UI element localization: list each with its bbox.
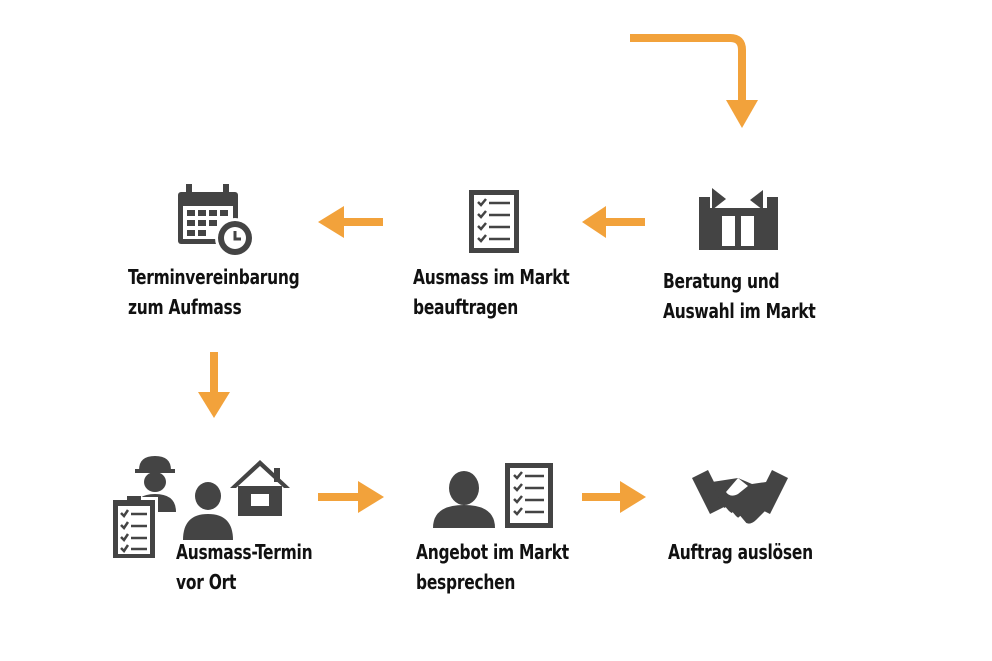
- arrow-ausmass-to-termin: [318, 206, 383, 238]
- step-label-line: Terminvereinbarung: [128, 265, 300, 289]
- entry-arrow: [630, 34, 758, 128]
- store-icon: [699, 188, 778, 250]
- person-checklist-icon: [433, 463, 553, 528]
- onsite-measurement-icon: [110, 456, 290, 561]
- step-label-beratung: Beratung und Auswahl im Markt: [663, 266, 816, 326]
- step-label-line: Auswahl im Markt: [663, 299, 816, 323]
- step-label-line: zum Aufmass: [128, 295, 242, 319]
- step-label-terminvereinbarung: Terminvereinbarung zum Aufmass: [128, 262, 300, 322]
- step-label-ausmass-beauftragen: Ausmass im Markt beauftragen: [413, 262, 570, 322]
- checklist-icon: [469, 190, 519, 253]
- step-label-angebot: Angebot im Markt besprechen: [416, 537, 569, 597]
- step-label-line: vor Ort: [176, 570, 237, 594]
- arrow-beratung-to-ausmass: [582, 206, 645, 238]
- step-label-line: besprechen: [416, 570, 516, 594]
- step-label-line: Ausmass im Markt: [413, 265, 570, 289]
- step-label-line: Angebot im Markt: [416, 540, 569, 564]
- step-label-line: Auftrag auslösen: [668, 540, 813, 564]
- step-label-line: Ausmass-Termin: [176, 540, 313, 564]
- arrow-termin-to-onsite: [198, 352, 230, 418]
- step-label-ausmass-termin: Ausmass-Termin vor Ort: [176, 537, 313, 597]
- step-label-auftrag: Auftrag auslösen: [668, 537, 813, 567]
- handshake-icon: [692, 470, 788, 527]
- step-label-line: Beratung und: [663, 269, 780, 293]
- arrow-onsite-to-angebot: [318, 481, 384, 513]
- step-label-line: beauftragen: [413, 295, 519, 319]
- calendar-clock-icon: [178, 184, 255, 258]
- arrow-angebot-to-auftrag: [582, 481, 646, 513]
